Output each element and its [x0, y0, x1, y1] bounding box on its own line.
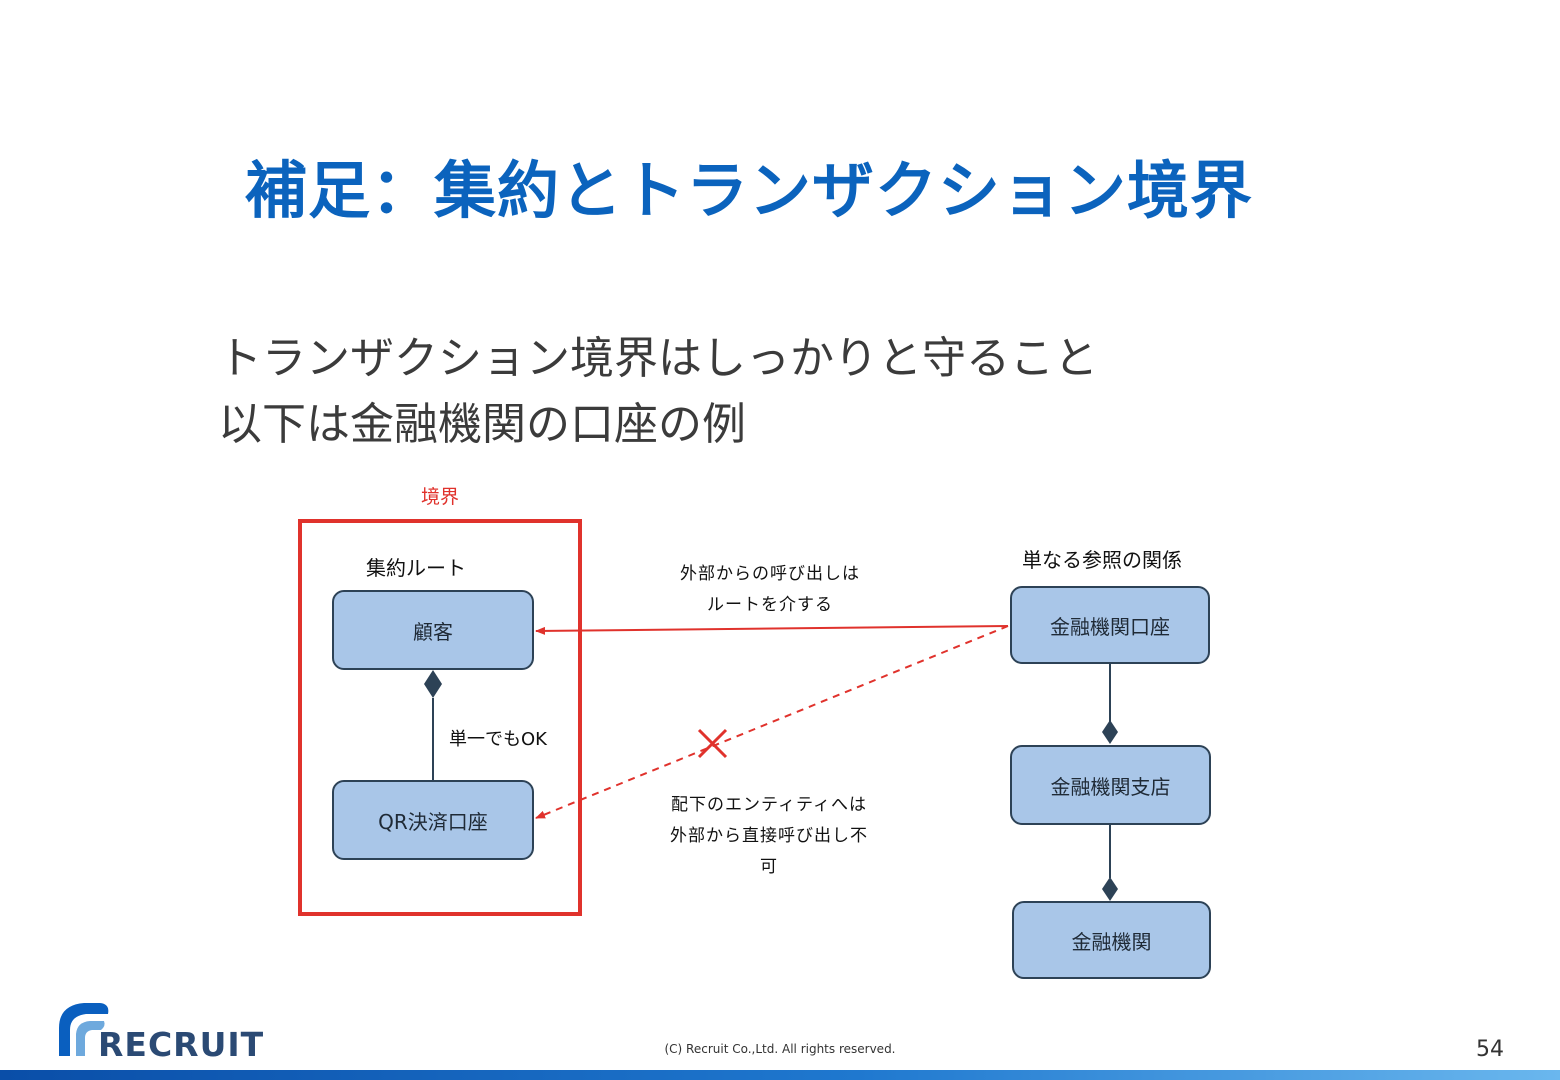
- slide-title: 補足：集約とトランザクション境界: [245, 154, 1254, 227]
- composition-diamond-right-1: [1102, 720, 1118, 744]
- note-forbidden-line-1: 配下のエンティティへは: [671, 795, 867, 815]
- copyright-text: (C) Recruit Co.,Ltd. All rights reserved…: [664, 1042, 896, 1056]
- arrow-to-root: [535, 625, 1009, 635]
- note-allowed-line-1: 外部からの呼び出しは: [680, 564, 860, 584]
- forbidden-cross-icon: [697, 728, 728, 759]
- composition-diamond-right-2: [1102, 877, 1118, 901]
- note-forbidden-line-3: 可: [760, 857, 778, 877]
- transaction-boundary: [298, 519, 582, 916]
- note-forbidden-line-2: 外部から直接呼び出し不: [670, 826, 868, 846]
- entity-box-qr-account: QR決済口座: [332, 780, 534, 860]
- note-allowed: 外部からの呼び出しは ルートを介する: [660, 559, 880, 621]
- body-line-1: トランザクション境界はしっかりと守ること: [218, 333, 1098, 384]
- note-forbidden: 配下のエンティティへは 外部から直接呼び出し不 可: [655, 790, 883, 883]
- recruit-logo: RECRUIT: [59, 1003, 264, 1062]
- entity-box-bank-branch: 金融機関支店: [1010, 745, 1211, 825]
- arrow-to-child-dashed: [535, 625, 1009, 819]
- body-line-2: 以下は金融機関の口座の例: [218, 399, 746, 450]
- composition-label: 単一でもOK: [449, 729, 547, 750]
- entity-box-bank-account: 金融機関口座: [1010, 586, 1210, 664]
- reference-label: 単なる参照の関係: [1022, 548, 1182, 572]
- entity-box-bank: 金融機関: [1012, 901, 1211, 979]
- aggregate-root-label: 集約ルート: [366, 556, 466, 580]
- entity-box-customer: 顧客: [332, 590, 534, 670]
- composition-diamond-left: [424, 670, 442, 698]
- note-allowed-line-2: ルートを介する: [707, 595, 833, 615]
- footer-bar: [0, 1070, 1560, 1080]
- boundary-label: 境界: [421, 486, 460, 508]
- svg-text:RECRUIT: RECRUIT: [98, 1025, 264, 1062]
- page-number: 54: [1476, 1037, 1504, 1062]
